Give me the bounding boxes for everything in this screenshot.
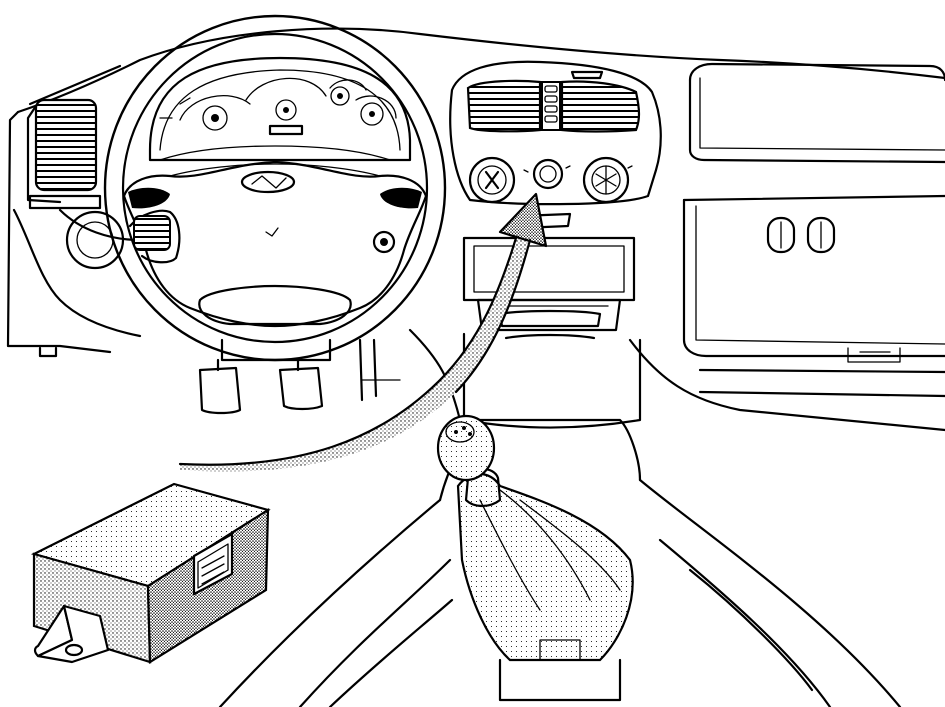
steering-wheel — [103, 14, 447, 362]
left-vent — [34, 98, 98, 192]
instrument-cluster — [148, 56, 412, 162]
glovebox — [682, 62, 945, 363]
dashboard — [6, 27, 945, 472]
gear-shifter — [218, 414, 902, 707]
pointer-arrow — [178, 192, 548, 472]
control-unit — [30, 482, 271, 664]
glovebox-handle — [766, 216, 836, 254]
center-vents — [466, 70, 641, 133]
pedals — [198, 338, 401, 415]
climate-controls — [468, 156, 633, 204]
